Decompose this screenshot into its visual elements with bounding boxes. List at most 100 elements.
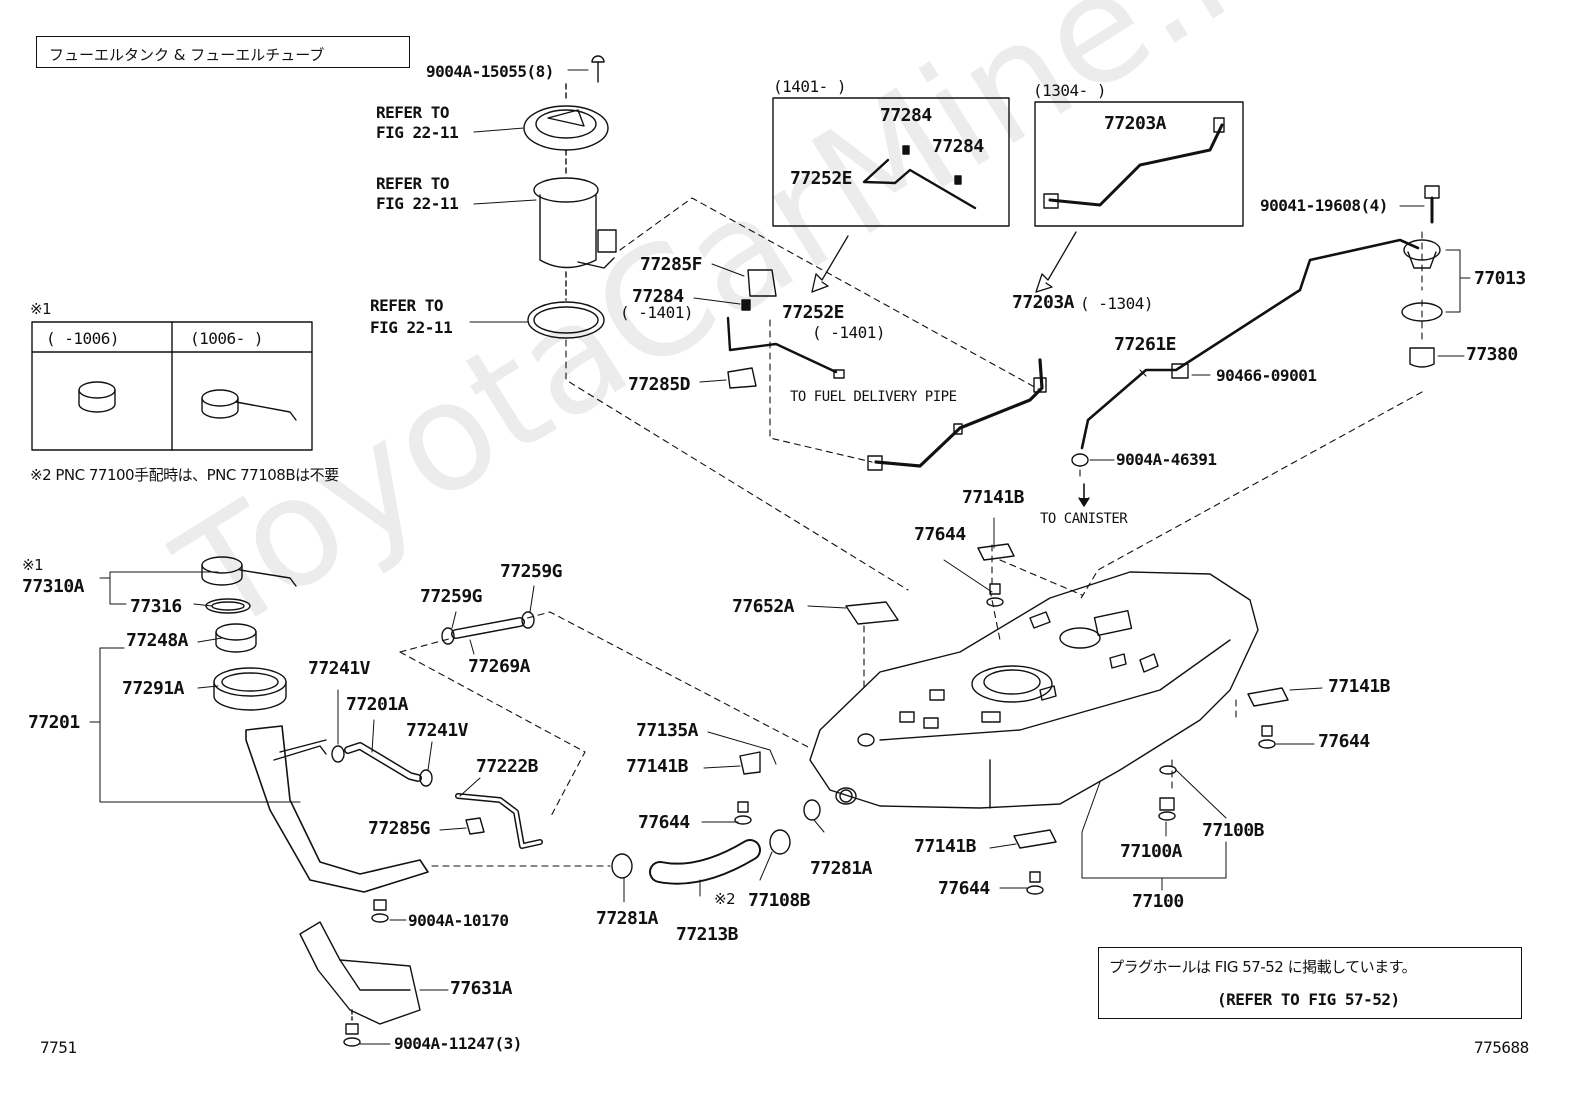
label-77261E: 77261E — [1114, 334, 1177, 355]
sender-77013 — [1403, 239, 1441, 261]
label-77241V-b: 77241V — [406, 720, 469, 741]
leader-dashed-lines — [399, 197, 1423, 867]
label-77141B-right: 77141B — [1328, 676, 1391, 697]
inset-1304-box — [1034, 101, 1244, 227]
inset-1401-header: (1401- ) — [773, 77, 847, 96]
label-77100A: 77100A — [1120, 841, 1183, 862]
fuel-pump-assembly — [523, 55, 617, 339]
label-refer-1a: REFER TO — [376, 103, 450, 122]
label-refer-2b: FIG 22-11 — [376, 194, 459, 213]
note-box: プラグホールは FIG 57-52 に掲載しています。 (REFER TO FI… — [1098, 947, 1522, 1019]
clamp-9004A-46391 — [1071, 453, 1089, 467]
label-77241V-a: 77241V — [308, 658, 371, 679]
label-77203A-inset: 77203A — [1104, 113, 1167, 134]
label-77316: 77316 — [130, 596, 182, 617]
label-77100: 77100 — [1132, 891, 1184, 912]
vent-tube-77261E — [1080, 238, 1420, 450]
mark-2: ※2 — [714, 890, 736, 908]
label-77380: 77380 — [1466, 344, 1518, 365]
label-77284: 77284 — [632, 286, 684, 307]
label-77135A: 77135A — [636, 720, 699, 741]
label-77259G-b: 77259G — [500, 561, 563, 582]
label-77285D: 77285D — [628, 374, 691, 395]
tube-77222B — [455, 793, 543, 849]
label-to-fuel-delivery-pipe: TO FUEL DELIVERY PIPE — [790, 389, 957, 405]
pad-77652A — [845, 601, 899, 625]
label-refer-1b: FIG 22-11 — [376, 123, 459, 142]
tube-77203A-inset — [1048, 123, 1224, 207]
label-77259G-a: 77259G — [420, 586, 483, 607]
inset1-mark: ※1 — [30, 300, 52, 318]
inset-1304-header: (1304- ) — [1033, 81, 1107, 100]
clamp-77259G-a — [441, 627, 455, 645]
page-title: フューエルタンク & フューエルチューブ — [49, 46, 325, 64]
label-refer-3b: FIG 22-11 — [370, 318, 453, 337]
label-77291A: 77291A — [122, 678, 185, 699]
label-77141B-mid: 77141B — [626, 756, 689, 777]
inset1-col1: ( -1006) — [46, 329, 120, 348]
label-9004A-46391: 9004A-46391 — [1116, 450, 1217, 469]
label-9004A-15055: 9004A-15055(8) — [426, 62, 554, 81]
inset-1401-box — [772, 97, 1010, 227]
label-90466-09001: 90466-09001 — [1216, 366, 1317, 385]
fuel-tank-77100 — [809, 571, 1259, 809]
bracket-77252E — [726, 316, 838, 374]
label-77281A-left: 77281A — [596, 908, 659, 929]
label-refer-2a: REFER TO — [376, 174, 450, 193]
label-77252E-inset: 77252E — [790, 168, 853, 189]
brackets-77141B — [734, 543, 1289, 895]
note-2: ※2 PNC 77100手配時は、PNC 77108Bは不要 — [30, 466, 339, 484]
leader-lines — [89, 69, 1471, 1045]
clamp-77281A-right — [803, 799, 821, 821]
label-9004A-11247: 9004A-11247(3) — [394, 1034, 522, 1053]
filler-neck-assembly — [201, 556, 429, 893]
label-77100B: 77100B — [1202, 820, 1265, 841]
clamp-77259G-b — [521, 611, 535, 629]
label-77310A: 77310A — [22, 576, 85, 597]
label-1401-a: ( -1401) — [620, 303, 694, 322]
label-77203A: 77203A — [1012, 292, 1075, 313]
label-77213B: 77213B — [676, 924, 739, 945]
note-box-line2: (REFER TO FIG 57-52) — [1217, 990, 1400, 1009]
label-77269A: 77269A — [468, 656, 531, 677]
label-77644-bottom: 77644 — [938, 878, 990, 899]
label-77644-right: 77644 — [1318, 731, 1370, 752]
label-77013: 77013 — [1474, 268, 1526, 289]
label-77644-mid: 77644 — [638, 812, 690, 833]
clip-77285G — [465, 817, 485, 835]
label-77285G: 77285G — [368, 818, 431, 839]
title-box: フューエルタンク & フューエルチューブ — [36, 36, 410, 68]
label-90041-19608: 90041-19608(4) — [1260, 196, 1388, 215]
washer-77100B — [1159, 765, 1177, 775]
label-77631A: 77631A — [450, 978, 513, 999]
fuel-cap-small — [78, 381, 116, 399]
label-77644-top: 77644 — [914, 524, 966, 545]
label-77141B-top: 77141B — [962, 487, 1025, 508]
figure-code-left: 7751 — [40, 1038, 77, 1057]
clamp-90466 — [1171, 363, 1189, 379]
note-box-line1: プラグホールは FIG 57-52 に掲載しています。 — [1109, 958, 1417, 976]
shield-77631A — [299, 921, 421, 1025]
label-1304: ( -1304) — [1080, 294, 1154, 313]
figure-code-right: 775688 — [1474, 1038, 1529, 1057]
hose-77108B — [769, 829, 791, 855]
label-77201A: 77201A — [346, 694, 409, 715]
clamp-77241V-b — [419, 769, 433, 787]
label-77222B: 77222B — [476, 756, 539, 777]
inset-cap-box — [31, 321, 313, 451]
label-77201: 77201 — [28, 712, 80, 733]
inset1-col2: (1006- ) — [190, 329, 264, 348]
label-77252E: 77252E — [782, 302, 845, 323]
label-77141B-bottom: 77141B — [914, 836, 977, 857]
bracket-77252E-inset — [862, 158, 977, 210]
label-77248A: 77248A — [126, 630, 189, 651]
clamp-77281A-left — [611, 853, 633, 879]
label-77108B: 77108B — [748, 890, 811, 911]
label-1401-b: ( -1401) — [812, 323, 886, 342]
mark-1-left: ※1 — [22, 556, 44, 574]
label-77285F: 77285F — [640, 254, 703, 275]
clip-77285F — [747, 269, 777, 297]
clip-77285D — [727, 367, 757, 389]
